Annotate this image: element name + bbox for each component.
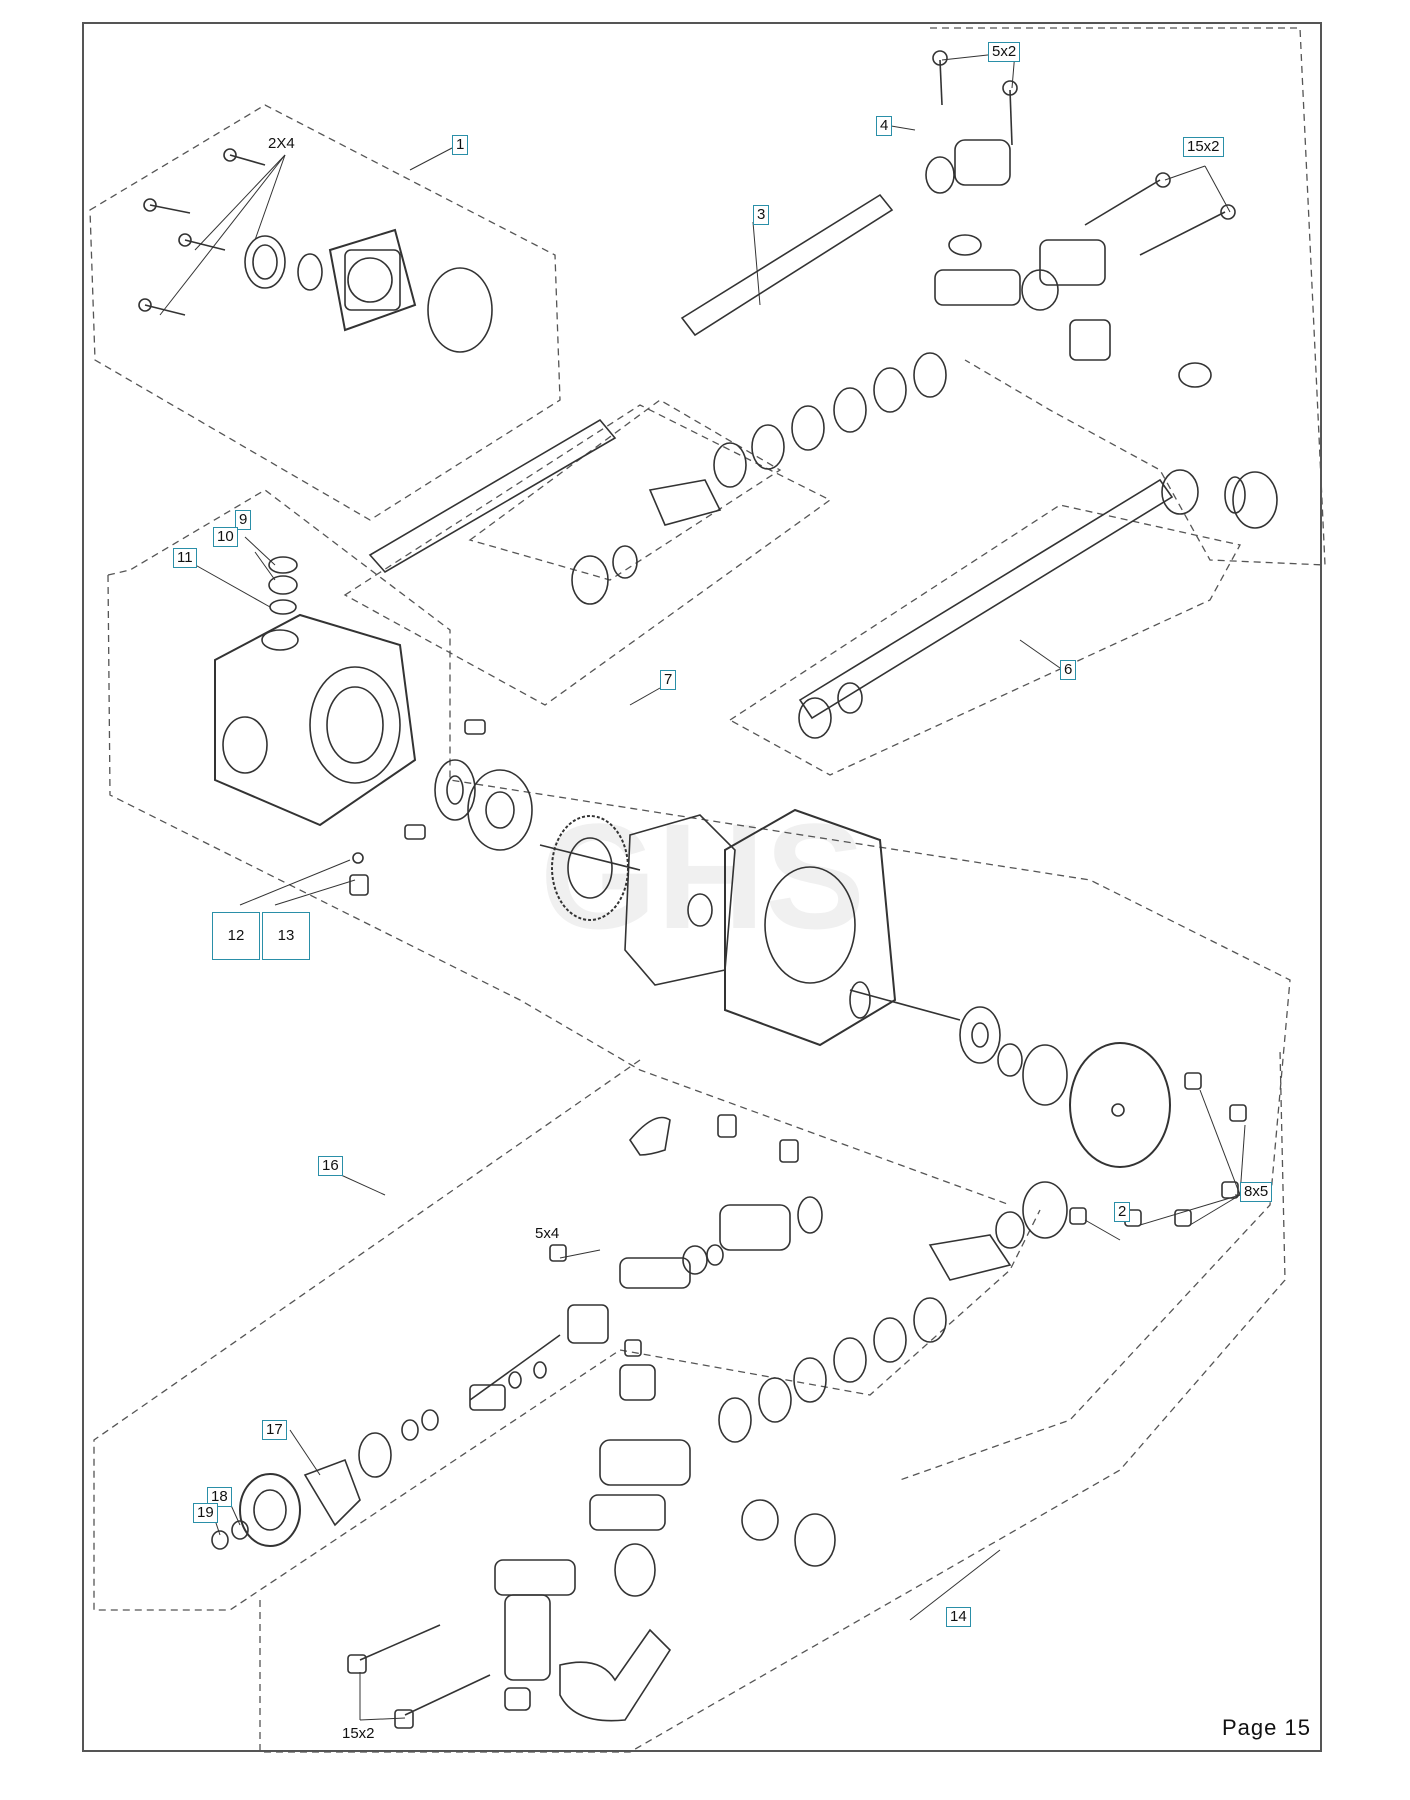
motor-flange xyxy=(724,808,897,1047)
qty-motor-bolts: 8x5 xyxy=(1240,1182,1273,1202)
group-7-inner xyxy=(468,399,782,581)
shaft-6 xyxy=(798,478,1174,720)
manifold-bolts xyxy=(932,50,1236,256)
leader-lines xyxy=(159,51,1246,1721)
callout-4: 4 xyxy=(876,116,893,136)
callout-11: 11 xyxy=(173,548,197,568)
diagram-frame xyxy=(82,22,1322,1752)
group-14-parts xyxy=(347,1181,1068,1729)
callout-13: 13 xyxy=(262,912,310,960)
group-7-outline xyxy=(343,404,832,706)
pump-housing xyxy=(214,556,486,896)
qty-bottom-bolts: 15x2 xyxy=(342,1725,375,1742)
callout-9: 9 xyxy=(235,510,252,530)
gasket xyxy=(624,814,736,986)
callout-6: 6 xyxy=(1060,660,1077,680)
group-1-parts xyxy=(138,148,493,353)
group-14-outline xyxy=(259,1049,1286,1753)
group-4-outline xyxy=(930,27,1326,566)
flange-bolts xyxy=(138,148,266,316)
drive-train xyxy=(434,759,1247,1227)
group-6-outline xyxy=(728,504,1241,776)
qty-left-flange-bolts: 2X4 xyxy=(268,135,295,152)
callout-19: 19 xyxy=(193,1503,218,1523)
group-4-parts xyxy=(571,50,1278,739)
callout-3: 3 xyxy=(753,205,770,225)
seal-rings-upper xyxy=(571,352,1199,739)
callout-7: 7 xyxy=(660,670,677,690)
callout-17: 17 xyxy=(262,1420,287,1440)
motor-bolts xyxy=(1069,1072,1247,1227)
callout-12: 12 xyxy=(212,912,260,960)
shafts xyxy=(368,193,1174,720)
callout-16: 16 xyxy=(318,1156,343,1176)
qty-mid-bolts: 5x4 xyxy=(535,1225,560,1242)
group-1-outline xyxy=(89,104,561,521)
callout-2: 2 xyxy=(1114,1202,1131,1222)
callout-14: 14 xyxy=(946,1607,971,1627)
callout-18: 18 xyxy=(207,1487,232,1507)
group-16-outline xyxy=(93,1059,1041,1611)
group-16-parts xyxy=(211,1114,823,1550)
qty-upper-right-bolts: 15x2 xyxy=(1183,137,1224,157)
shaft-3 xyxy=(680,193,894,337)
qty-top-bolts: 5x2 xyxy=(988,42,1021,62)
assembly-group-outlines xyxy=(89,27,1326,1753)
group-main-left xyxy=(107,574,1011,1206)
callout-1: 1 xyxy=(452,135,469,155)
page-number: Page 15 xyxy=(1222,1715,1311,1740)
shaft-upper xyxy=(368,418,617,574)
group-main-outline xyxy=(107,489,1291,1481)
callout-10: 10 xyxy=(213,527,238,547)
